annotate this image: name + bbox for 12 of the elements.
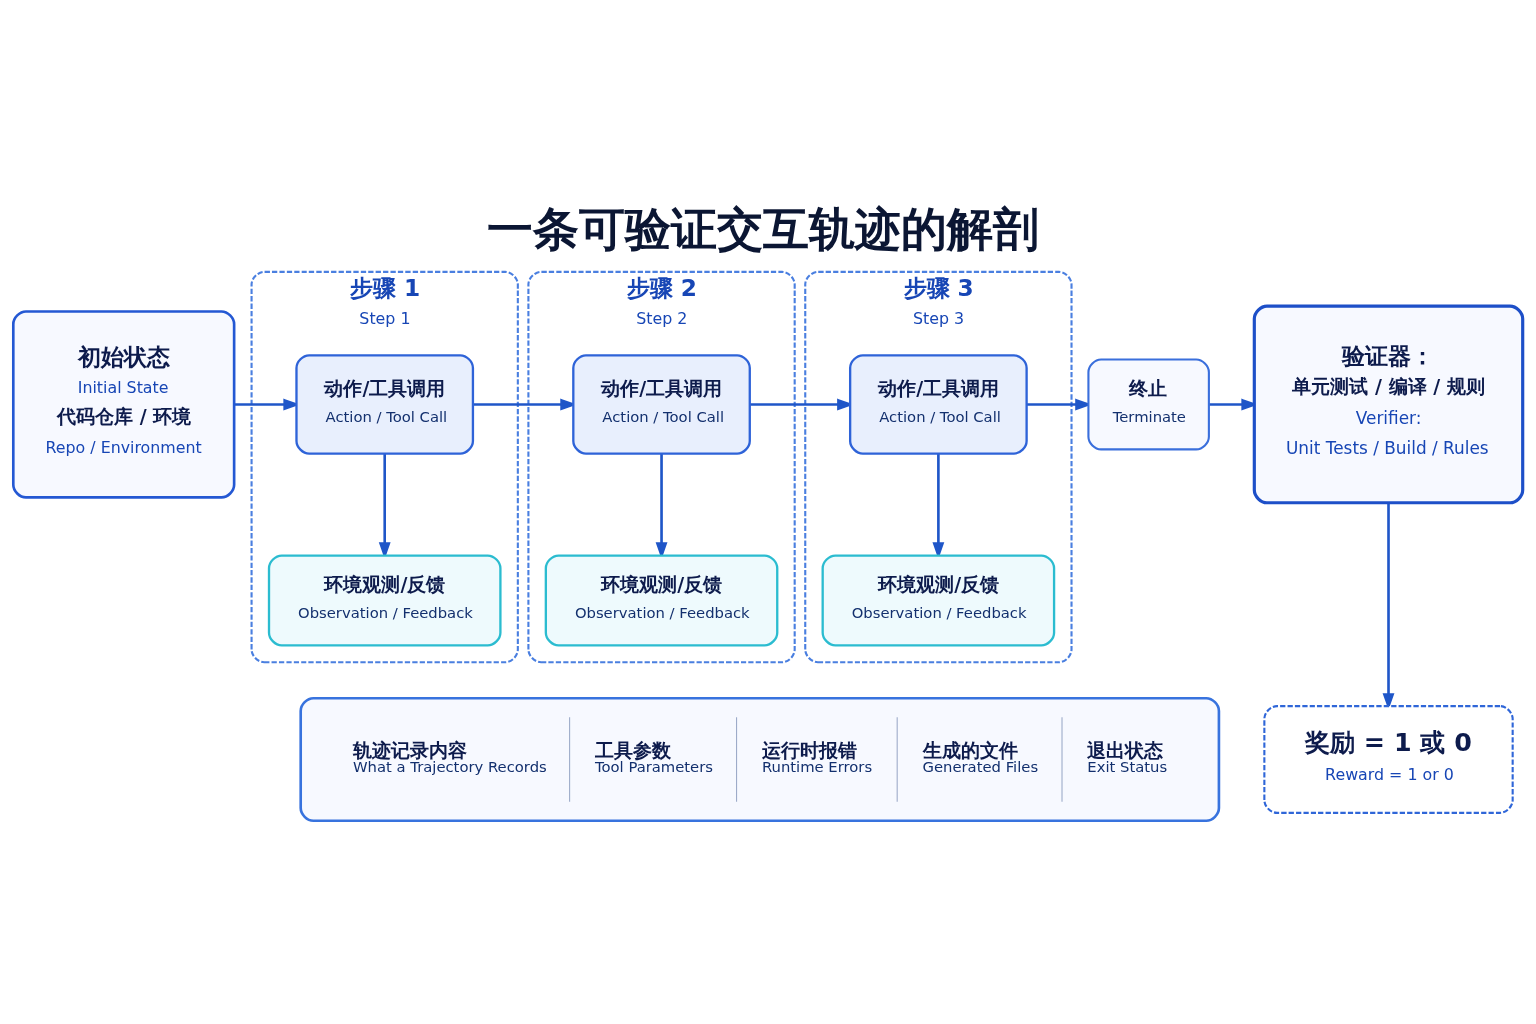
node-box: 终止 Terminate [1087,358,1210,450]
node-box: 环境观测/反馈 Observation / Feedback [267,553,502,647]
node-box: 验证器： 单元测试 / 编译 / 规则 Verifier: Unit Tests / Build / Rules [1252,304,1525,504]
node-box: 动作/工具调用 Action / Tool Call [295,353,475,455]
node-box: 轨迹记录内容 What a Trajectory Records 工具参数 Tool Parameters 运行时报错 Runtime Errors 生成的文件 Generated Files 退出状态 Exit Status [299,696,1221,822]
diagram-title: 一条可验证交互轨迹的解剖 [486,201,1039,256]
node-box: 动作/工具调用 Action / Tool Call [849,353,1028,455]
node-box: 动作/工具调用 Action / Tool Call [572,353,751,455]
node-box: 初始状态 Initial State 代码仓库 / 环境 Repo / Environment [12,309,236,499]
node-box: 环境观测/反馈 Observation / Feedback [544,553,779,647]
node-box: 环境观测/反馈 Observation / Feedback [821,553,1056,647]
node-box: 奖励 = 1 或 0 Reward = 1 or 0 [1263,704,1514,814]
